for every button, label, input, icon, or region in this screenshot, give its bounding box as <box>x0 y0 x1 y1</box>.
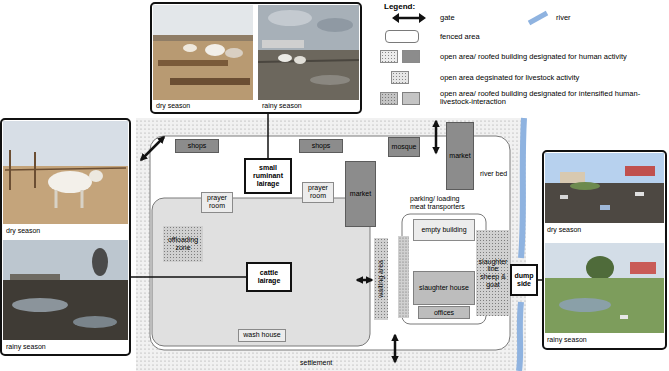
building-box: shops <box>299 139 343 153</box>
building-box: empty building <box>413 219 475 241</box>
fence-swatch <box>385 30 419 43</box>
area-label: slaughter house <box>416 284 472 292</box>
area-note: settlement <box>300 359 332 367</box>
building-box: offices <box>418 306 470 319</box>
area-label: prayer room <box>204 194 230 209</box>
legend-label: open area/ roofed building designated fo… <box>440 90 662 107</box>
legend-swatch <box>402 50 420 63</box>
photo-rainy-cattle <box>3 240 128 340</box>
photo-caption: dry season <box>6 227 40 235</box>
building-box: mosque <box>388 137 420 157</box>
photo-panel: dry season rainy season <box>542 150 667 350</box>
photo-rainy-small-ruminant <box>258 5 359 100</box>
area-label: dump side <box>514 272 534 287</box>
photo-panel: dry season rainy season <box>0 118 131 356</box>
area-label: empty building <box>416 226 472 234</box>
legend-label: gate <box>440 14 520 22</box>
leader-line <box>267 114 269 158</box>
photo-caption: rainy season <box>6 343 46 351</box>
building-box: slaughter house <box>413 271 475 305</box>
panel-grounds <box>0 2 667 356</box>
gate-arrows <box>141 121 436 362</box>
area-note: river bed <box>480 170 507 178</box>
area-label: market <box>449 152 471 160</box>
area-label: offloading zone <box>165 236 201 251</box>
photo-dry-cattle <box>3 121 128 224</box>
building-box: prayer room <box>302 182 334 203</box>
legend-swatch <box>380 50 398 63</box>
area-label: mosque <box>391 143 417 151</box>
area-label: waiting area <box>377 260 385 298</box>
photo-panel: dry season rainy season <box>150 2 362 114</box>
photo-caption: rainy season <box>547 336 587 344</box>
dump-box: dump side <box>510 264 538 296</box>
building-box: shops <box>175 139 219 153</box>
lairage-box: small ruminant lairage <box>244 158 292 194</box>
area-label: market <box>348 190 373 198</box>
legend-swatch <box>380 92 398 105</box>
photo-rainy-dump <box>545 243 664 333</box>
area-note: parking/ loading meat transporters <box>410 195 472 210</box>
legend-swatch <box>402 92 420 105</box>
photo-dry-small-ruminant <box>153 5 253 100</box>
interaction-area: slaughter line sheep & goat <box>476 230 510 316</box>
legend-label: river <box>556 14 616 22</box>
legend-swatch <box>391 71 409 84</box>
interaction-area: offloading zone <box>163 226 203 262</box>
area-label: shops <box>302 142 340 150</box>
photo-caption: dry season <box>547 226 581 234</box>
lairage-box: cattle lairage <box>246 262 292 292</box>
area-label: shops <box>178 142 216 150</box>
legend-label: fenced area <box>440 33 640 41</box>
river-line <box>519 118 524 371</box>
photo-caption: dry season <box>156 102 190 110</box>
gate-symbol <box>392 13 426 23</box>
building-box: market <box>446 122 474 190</box>
area-label: small ruminant lairage <box>248 164 288 187</box>
building-box: wash house <box>238 329 286 342</box>
area-label: slaughter line sheep & goat <box>478 258 508 289</box>
area-label: wash house <box>241 331 283 339</box>
photo-dry-dump <box>545 153 664 223</box>
legend-label: open area degsinated for livestock activ… <box>440 74 665 82</box>
river-symbol <box>526 10 550 26</box>
site-ground <box>136 118 526 371</box>
area-label: prayer room <box>305 184 331 199</box>
legend-title: Legend: <box>384 3 444 12</box>
photo-caption: rainy season <box>262 102 302 110</box>
building-box: market <box>345 161 376 227</box>
area-label: offices <box>421 309 467 317</box>
building-box: prayer room <box>201 192 233 213</box>
area-label: cattle lairage <box>250 269 288 284</box>
leader-line <box>131 276 246 278</box>
legend-label: open area/ roofed building designated fo… <box>440 53 665 61</box>
interaction-area: waiting area <box>374 238 388 320</box>
